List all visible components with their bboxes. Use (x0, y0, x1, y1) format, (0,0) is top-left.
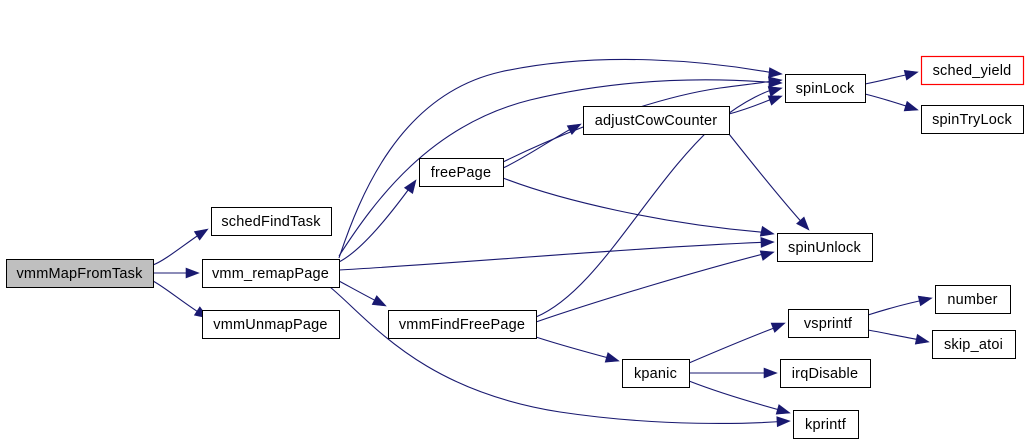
arrowhead-icon (371, 295, 387, 307)
edge-freePage-to-adjustCowCounter (502, 124, 579, 169)
node-label-spinTryLock: spinTryLock (932, 112, 1012, 128)
node-label-vmmFindFreePage: vmmFindFreePage (399, 317, 525, 333)
node-label-number: number (947, 292, 997, 308)
node-label-schedFindTask: schedFindTask (221, 214, 321, 230)
nodes-layer: vmmMapFromTask schedFindTask vmm_remapPage… (6, 55, 1025, 439)
node-label-spinUnlock: spinUnlock (788, 240, 861, 256)
arrowhead-icon (917, 295, 933, 307)
edge-freePage-to-spinLock (502, 79, 780, 163)
node-box-adjustCowCounter[interactable] (583, 106, 730, 135)
node-label-spinLock: spinLock (796, 81, 855, 97)
node-label-kprintf: kprintf (805, 417, 847, 433)
node-vmm_remapPage[interactable]: vmm_remapPage (202, 259, 340, 288)
node-box-sched_yield[interactable] (920, 55, 1025, 86)
node-box-vmmMapFromTask[interactable] (6, 259, 154, 288)
arrowhead-icon (776, 416, 791, 428)
edge-vmm_remapPage-to-freePage (338, 181, 415, 263)
arrowhead-icon (767, 86, 783, 97)
arrowhead-icon (770, 322, 786, 333)
arrowhead-icon (767, 95, 783, 106)
node-box-kpanic[interactable] (622, 359, 690, 388)
node-vsprintf[interactable]: vsprintf (788, 309, 869, 338)
node-spinTryLock[interactable]: spinTryLock (921, 105, 1024, 134)
edge-freePage-to-spinUnlock (502, 177, 772, 234)
arrowhead-icon (193, 228, 209, 241)
edge-vmm_remapPage-to-kprintf (329, 286, 788, 424)
edge-vmmFindFreePage-to-spinUnlock (535, 251, 772, 323)
node-box-spinTryLock[interactable] (921, 105, 1024, 134)
node-label-sched_yield: sched_yield (933, 63, 1012, 79)
arrowhead-icon (768, 76, 783, 88)
node-label-vmm_remapPage: vmm_remapPage (212, 266, 329, 282)
edge-kpanic-to-kprintf (688, 380, 788, 413)
arrowhead-icon (759, 250, 775, 261)
node-label-kpanic: kpanic (634, 366, 677, 382)
arrowhead-icon (914, 333, 930, 345)
arrowhead-icon (775, 404, 791, 415)
node-box-freePage[interactable] (419, 158, 504, 187)
arrowhead-icon (763, 367, 778, 379)
arrowhead-icon (768, 67, 783, 79)
edge-vmmFindFreePage-to-kpanic (535, 336, 617, 361)
node-label-skip_atoi: skip_atoi (944, 337, 1003, 353)
node-vmmUnmapPage[interactable]: vmmUnmapPage (202, 310, 340, 339)
node-box-number[interactable] (935, 285, 1011, 314)
node-label-vmmUnmapPage: vmmUnmapPage (213, 317, 327, 333)
node-spinUnlock[interactable]: spinUnlock (777, 233, 873, 262)
node-box-schedFindTask[interactable] (211, 207, 332, 236)
edge-vmm_remapPage-to-spinUnlock (338, 241, 772, 271)
node-kprintf[interactable]: kprintf (793, 410, 859, 439)
node-box-spinLock[interactable] (785, 74, 866, 103)
node-number[interactable]: number (935, 285, 1011, 314)
arrowhead-icon (759, 225, 775, 237)
arrowhead-icon (903, 69, 919, 81)
node-box-skip_atoi[interactable] (932, 330, 1016, 359)
node-box-spinUnlock[interactable] (777, 233, 873, 262)
node-label-vsprintf: vsprintf (804, 316, 853, 332)
arrowhead-icon (760, 237, 775, 248)
arrowhead-icon (566, 123, 582, 136)
node-freePage[interactable]: freePage (419, 158, 504, 187)
node-schedFindTask[interactable]: schedFindTask (211, 207, 332, 236)
edge-kpanic-to-vsprintf (688, 324, 783, 364)
edge-vmm_remapPage-to-spinLock (338, 58, 780, 259)
node-box-kprintf[interactable] (793, 410, 859, 439)
node-box-vmm_remapPage[interactable] (202, 259, 340, 288)
node-box-vmmUnmapPage[interactable] (202, 310, 340, 339)
node-irqDisable[interactable]: irqDisable (780, 359, 871, 388)
node-label-freePage: freePage (431, 165, 491, 181)
arrowhead-icon (903, 100, 919, 112)
node-label-irqDisable: irqDisable (792, 366, 858, 382)
node-skip_atoi[interactable]: skip_atoi (932, 330, 1016, 359)
node-vmmMapFromTask[interactable]: vmmMapFromTask (6, 259, 154, 288)
node-label-adjustCowCounter: adjustCowCounter (595, 113, 718, 129)
node-vmmFindFreePage[interactable]: vmmFindFreePage (388, 310, 537, 339)
node-spinLock[interactable]: spinLock (785, 74, 866, 103)
node-kpanic[interactable]: kpanic (622, 359, 690, 388)
node-label-vmmMapFromTask: vmmMapFromTask (16, 266, 143, 282)
node-box-vsprintf[interactable] (788, 309, 869, 338)
node-adjustCowCounter[interactable]: adjustCowCounter (583, 106, 730, 135)
edge-vmm_remapPage-to-spinLock (338, 79, 780, 257)
arrowhead-icon (403, 179, 417, 195)
arrowhead-icon (185, 267, 200, 279)
node-box-vmmFindFreePage[interactable] (388, 310, 537, 339)
node-box-irqDisable[interactable] (780, 359, 871, 388)
edge-vmmFindFreePage-to-spinLock (535, 87, 780, 318)
arrowhead-icon (604, 352, 620, 363)
node-sched_yield[interactable]: sched_yield (920, 55, 1025, 86)
arrowhead-icon (796, 216, 810, 231)
edge-adjustCowCounter-to-spinUnlock (728, 133, 807, 228)
